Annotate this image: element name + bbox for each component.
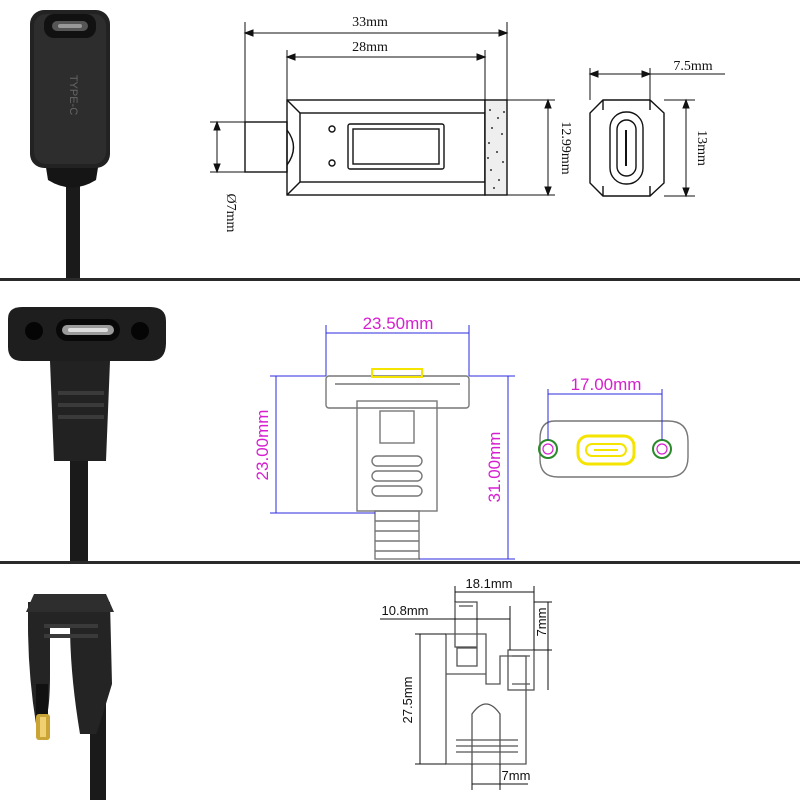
- dim-2350mm-label: 23.50mm: [363, 314, 434, 333]
- dim-7mm-top-label: 7mm: [534, 608, 549, 637]
- angled-connector-photo: [26, 594, 114, 800]
- straight-front-view: [589, 99, 665, 197]
- angled-side-view: [445, 601, 535, 765]
- dim-75mm: [588, 68, 725, 100]
- dim-28mm-label: 28mm: [352, 40, 388, 55]
- straight-side-view: [244, 99, 508, 196]
- dim-7mm-bottom: [471, 764, 528, 790]
- dim-275mm-label: 27.5mm: [400, 677, 415, 724]
- panel-mount-front-view: [538, 420, 689, 478]
- divider-top: [0, 278, 800, 281]
- dim-275mm: [415, 633, 446, 765]
- angled-connector-svg: 18.1mm 10.8mm 7mm 27.5mm: [26, 576, 552, 800]
- dim-3100mm: [419, 375, 515, 560]
- dim-108mm: [380, 606, 511, 650]
- dim-7mm-bottom-label: 7mm: [502, 768, 531, 783]
- dim-13mm-label: 13mm: [694, 130, 709, 166]
- divider-bottom: [0, 561, 800, 564]
- plug-brand-text: TYPE-C: [67, 75, 79, 115]
- panel-mount-photo: [8, 307, 166, 561]
- panel-mount-side-view: [325, 375, 470, 560]
- dim-33mm-label: 33mm: [352, 15, 388, 30]
- dim-75mm-label: 7.5mm: [673, 59, 712, 74]
- dim-7mm-top: [534, 601, 552, 690]
- dim-1700mm: [547, 389, 663, 440]
- panel-mount-connector: 23.50mm 23.00mm 31.00mm: [0, 281, 800, 561]
- straight-connector-svg: TYPE-C: [30, 10, 725, 278]
- panel-mount-yellow-port: [371, 368, 423, 378]
- dim-33mm: [243, 22, 509, 122]
- dim-2300mm: [270, 375, 375, 514]
- dim-3100mm-label: 31.00mm: [485, 432, 504, 503]
- dim-dia7mm-label: Ø7mm: [223, 194, 238, 233]
- dim-2350mm: [325, 325, 470, 376]
- dim-108mm-label: 10.8mm: [382, 603, 429, 618]
- dim-13mm: [664, 98, 695, 198]
- dim-1700mm-label: 17.00mm: [571, 375, 642, 394]
- dim-dia7mm: [210, 120, 245, 174]
- dim-1299mm: [507, 98, 555, 197]
- dim-181mm: [454, 586, 535, 650]
- dim-181mm-label: 18.1mm: [466, 576, 513, 591]
- panel-straight-connector: TYPE-C: [0, 0, 800, 278]
- panel-angled-connector: 18.1mm 10.8mm 7mm 27.5mm: [0, 564, 800, 800]
- metal-texture-dots: [487, 109, 505, 189]
- straight-connector-photo: TYPE-C: [30, 10, 110, 278]
- dim-1299mm-label: 12.99mm: [558, 121, 573, 174]
- dim-2300mm-label: 23.00mm: [253, 410, 272, 481]
- panel-mount-svg: 23.50mm 23.00mm 31.00mm: [8, 307, 689, 561]
- dim-28mm: [285, 50, 487, 100]
